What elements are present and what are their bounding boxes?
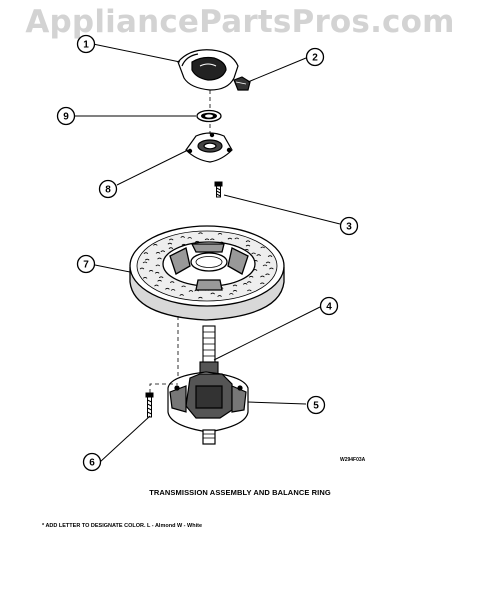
part-6-bolt bbox=[145, 392, 154, 418]
callout-6: 6 bbox=[82, 452, 102, 472]
part-3-screw bbox=[214, 181, 223, 198]
svg-text:3: 3 bbox=[346, 222, 352, 233]
svg-text:6: 6 bbox=[89, 458, 95, 469]
part-9-bearing bbox=[196, 109, 222, 123]
callout-4: 4 bbox=[319, 296, 339, 316]
svg-text:1: 1 bbox=[83, 40, 89, 51]
svg-text:9: 9 bbox=[63, 112, 69, 123]
svg-text:4: 4 bbox=[326, 302, 332, 313]
svg-text:5: 5 bbox=[313, 401, 319, 412]
part-4-transmission-shaft bbox=[199, 325, 219, 375]
callout-3: 3 bbox=[339, 216, 359, 236]
callout-5: 5 bbox=[306, 395, 326, 415]
reference-code: W294F03A bbox=[340, 457, 366, 463]
part-7-balance-ring bbox=[129, 225, 285, 321]
part-8-housing bbox=[185, 132, 233, 163]
color-footnote: * ADD LETTER TO DESIGNATE COLOR. L - Alm… bbox=[42, 523, 203, 529]
svg-text:7: 7 bbox=[83, 260, 89, 271]
part-1-cap bbox=[177, 49, 239, 91]
callout-1: 1 bbox=[76, 34, 96, 54]
callout-9: 9 bbox=[56, 106, 76, 126]
diagram-caption: TRANSMISSION ASSEMBLY AND BALANCE RING bbox=[149, 488, 331, 497]
part-5-transmission-housing bbox=[167, 371, 249, 445]
callout-2: 2 bbox=[305, 47, 325, 67]
watermark: AppliancePartsPros.com bbox=[25, 4, 455, 40]
part-2-clip bbox=[233, 76, 251, 91]
callout-7: 7 bbox=[76, 254, 96, 274]
callout-8: 8 bbox=[98, 179, 118, 199]
leader-lines bbox=[75, 43, 341, 463]
svg-text:8: 8 bbox=[105, 185, 111, 196]
assembly-lines bbox=[149, 90, 211, 393]
svg-text:2: 2 bbox=[312, 53, 318, 64]
